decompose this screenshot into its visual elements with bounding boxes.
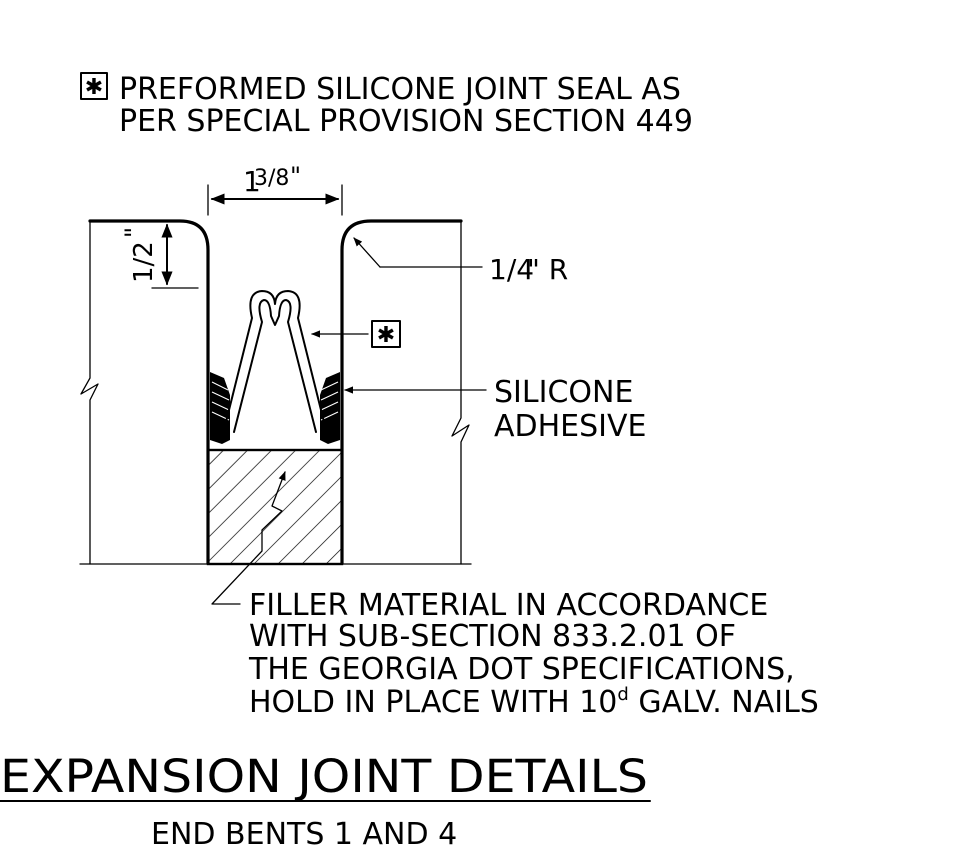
seal-right-foot <box>320 426 336 442</box>
adhesive-label-2: ADHESIVE <box>494 409 647 444</box>
adhesive-stripes <box>211 381 339 421</box>
left-slab-edge <box>88 219 210 565</box>
gap-dim-frac: 3/8 <box>254 166 289 191</box>
filler-leader <box>211 471 286 605</box>
joint-seal <box>210 290 340 444</box>
seal-note-symbol-box <box>80 72 108 100</box>
filler-label-4: HOLD IN PLACE WITH 10d GALV. NAILS <box>249 684 819 720</box>
adhesive-label-1: SILICONE <box>494 375 633 410</box>
left-break-line <box>80 220 99 565</box>
seal-note-symbol-icon: ✱ <box>85 75 103 100</box>
dimension-gap: 1 3/8 " <box>207 162 343 216</box>
filler-label-1: FILLER MATERIAL IN ACCORDANCE <box>249 588 768 623</box>
title-block: EXPANSION JOINT DETAILS END BENTS 1 AND … <box>0 750 651 851</box>
gap-dim-inch: " <box>290 162 301 190</box>
filler-label-2: WITH SUB-SECTION 833.2.01 OF <box>249 619 736 654</box>
note-line-2: PER SPECIAL PROVISION SECTION 449 <box>119 104 693 139</box>
filler-callout: FILLER MATERIAL IN ACCORDANCE WITH SUB-S… <box>211 471 819 720</box>
depth-dim-inch: " <box>120 227 148 238</box>
seal-left-foot <box>214 426 230 442</box>
gap-dim-whole: 1 <box>243 165 261 198</box>
drawing-title: EXPANSION JOINT DETAILS <box>0 750 648 803</box>
right-break-line <box>451 220 470 565</box>
radius-label-tail: " R <box>527 253 568 286</box>
seal-left-leg <box>223 290 327 431</box>
seal-callout-box <box>371 320 401 348</box>
seal-callout: ✱ <box>311 320 401 348</box>
seal-inner-outline <box>233 299 317 433</box>
filler-label-3: THE GEORGIA DOT SPECIFICATIONS, <box>248 652 795 687</box>
note-line-1: PREFORMED SILICONE JOINT SEAL AS <box>119 72 681 107</box>
radius-label-frac: 1/4 <box>489 253 534 286</box>
right-slab-edge <box>340 219 463 565</box>
filler-superscript: d <box>617 684 628 705</box>
dimension-depth: 1/2 " <box>120 223 199 289</box>
depth-dim-frac: 1/2 <box>129 241 159 283</box>
seal-callout-symbol-icon: ✱ <box>377 323 395 348</box>
general-note: ✱ PREFORMED SILICONE JOINT SEAL AS PER S… <box>80 72 693 139</box>
radius-callout: 1/4 " R <box>353 237 568 286</box>
adhesive-callout: SILICONE ADHESIVE <box>344 375 647 444</box>
drawing-subtitle: END BENTS 1 AND 4 <box>151 817 457 851</box>
